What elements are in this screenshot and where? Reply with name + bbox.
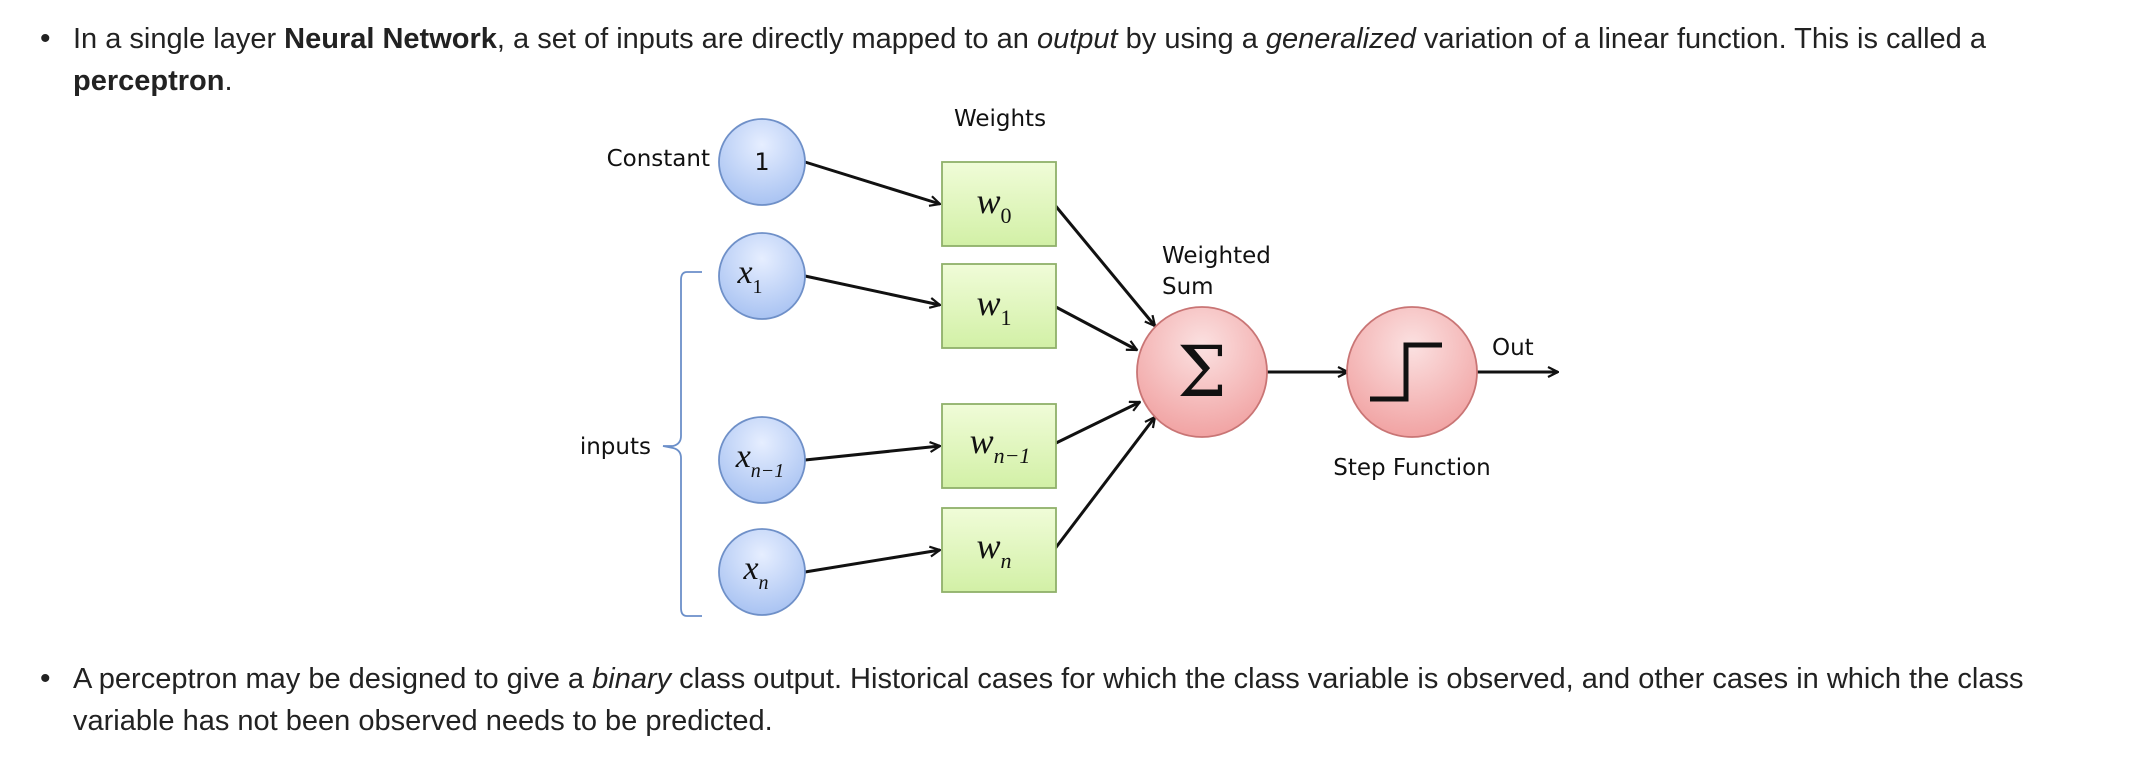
weight-box-w1: w1 bbox=[941, 263, 1057, 349]
svg-text:xn: xn bbox=[742, 550, 768, 594]
svg-text:x1: x1 bbox=[736, 254, 762, 298]
text-run: class output. Historical cases for which… bbox=[73, 663, 2024, 737]
text-run: In a single layer bbox=[73, 23, 285, 55]
sigma-symbol: Σ bbox=[1177, 331, 1227, 413]
input-node-x1: x1 bbox=[718, 232, 806, 320]
weight-symbol: w bbox=[976, 181, 1000, 221]
italic-term-generalized: generalized bbox=[1265, 23, 1416, 55]
arrow-xn1-to-wn1 bbox=[804, 446, 940, 462]
weight-symbol: w bbox=[976, 283, 1000, 323]
text-run: . bbox=[224, 65, 233, 97]
weight-subscript: n bbox=[1001, 548, 1012, 573]
italic-term-binary: binary bbox=[592, 663, 672, 695]
weighted-sum-label-line1: Weighted bbox=[1162, 243, 1271, 269]
weight-symbol: w bbox=[976, 526, 1000, 566]
node-symbol: x bbox=[735, 438, 751, 475]
constant-value: 1 bbox=[754, 148, 769, 176]
constant-label: Constant bbox=[607, 146, 710, 172]
node-symbol: x bbox=[742, 550, 758, 587]
paragraph: A perceptron may be designed to give a b… bbox=[73, 658, 2100, 742]
bullet-dot: • bbox=[40, 22, 51, 55]
weight-box-wn: wn bbox=[941, 507, 1057, 593]
svg-text:w0: w0 bbox=[976, 181, 1011, 228]
inputs-brace bbox=[662, 271, 702, 617]
weight-subscript: n−1 bbox=[994, 443, 1031, 468]
input-node-xn-1: xn−1 bbox=[718, 416, 806, 504]
italic-term-output: output bbox=[1036, 23, 1118, 55]
arrow-xn-to-wn bbox=[804, 550, 940, 574]
node-subscript: n bbox=[759, 572, 769, 594]
weighted-sum-label-line2: Sum bbox=[1162, 274, 1214, 300]
text-run: by using a bbox=[1117, 23, 1266, 55]
out-label: Out bbox=[1492, 335, 1534, 361]
step-function-label: Step Function bbox=[1333, 455, 1491, 481]
arrow-w1-to-sum bbox=[1053, 304, 1137, 352]
arrow-x1-to-w1 bbox=[804, 274, 940, 305]
bullet-dot: • bbox=[40, 662, 51, 695]
text-run: , a set of inputs are directly mapped to… bbox=[496, 23, 1037, 55]
node-subscript: n−1 bbox=[751, 460, 785, 482]
arrow-w0-to-sum bbox=[1052, 203, 1155, 326]
inputs-label: inputs bbox=[580, 434, 651, 460]
arrow-constant-to-w0 bbox=[804, 160, 940, 204]
weight-box-wn-1: wn−1 bbox=[941, 403, 1057, 489]
input-node-constant: 1 bbox=[718, 118, 806, 206]
weighted-sum-node: Σ bbox=[1136, 306, 1268, 438]
weights-label: Weights bbox=[954, 106, 1046, 132]
weight-symbol: w bbox=[970, 421, 994, 461]
text-run: variation of a linear function. This is … bbox=[1415, 23, 1986, 55]
svg-text:w1: w1 bbox=[976, 283, 1011, 330]
svg-text:xn−1: xn−1 bbox=[735, 438, 785, 482]
svg-text:wn: wn bbox=[976, 526, 1011, 573]
node-symbol: x bbox=[736, 254, 752, 291]
input-node-xn: xn bbox=[718, 528, 806, 616]
node-subscript: 1 bbox=[753, 276, 763, 298]
paragraph: In a single layer Neural Network, a set … bbox=[73, 18, 2100, 102]
svg-text:wn−1: wn−1 bbox=[970, 421, 1031, 468]
arrow-wn1-to-sum bbox=[1053, 400, 1140, 446]
arrow-wn-to-sum bbox=[1052, 417, 1155, 551]
bold-term-perceptron: perceptron bbox=[73, 65, 225, 97]
text-run: A perceptron may be designed to give a bbox=[73, 663, 593, 695]
weight-subscript: 1 bbox=[1001, 305, 1012, 330]
step-function-node bbox=[1346, 306, 1478, 438]
weight-subscript: 0 bbox=[1001, 203, 1012, 228]
step-function-icon bbox=[1370, 342, 1442, 402]
weight-box-w0: w0 bbox=[941, 161, 1057, 247]
bold-term-neural-network: Neural Network bbox=[284, 23, 497, 55]
